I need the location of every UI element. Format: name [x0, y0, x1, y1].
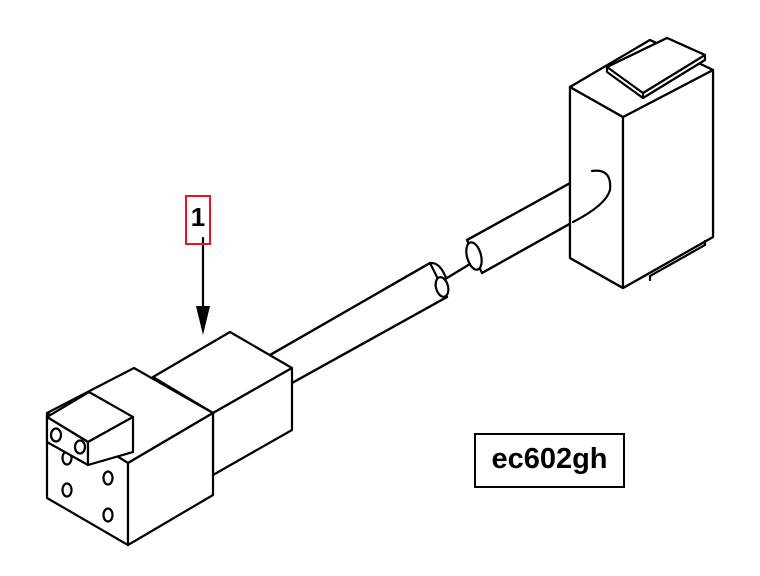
left-connector-plug — [45, 390, 135, 467]
cable-left-segment — [268, 261, 450, 385]
callout-label-1[interactable]: 1 — [185, 195, 211, 245]
right-connector-housing — [568, 36, 715, 290]
left-connector-rear-block — [151, 330, 294, 477]
part-code-label: ec602gh — [474, 433, 625, 488]
right-connector-cap — [605, 36, 707, 100]
callout-arrow — [196, 236, 210, 335]
